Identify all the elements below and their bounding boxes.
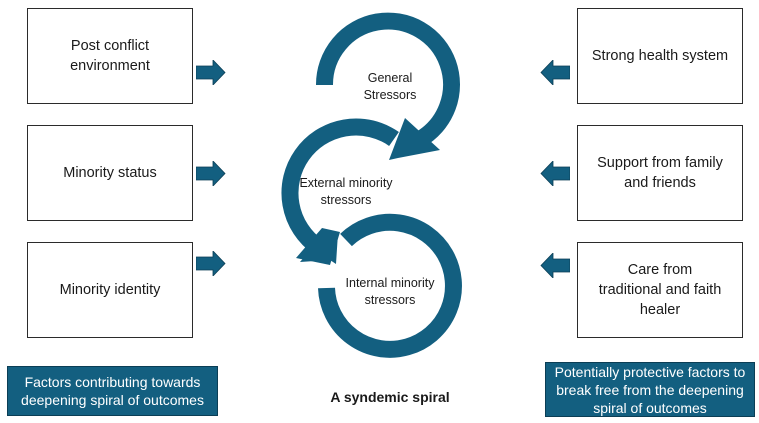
legend-protective-factors: Potentially protective factors to break … [545, 362, 755, 417]
arrow-right-icon [196, 161, 226, 186]
legend-protective-text: Potentially protective factors to break … [554, 363, 746, 416]
arrow-left-icon [540, 60, 570, 85]
factor-label: Minority identity [59, 282, 161, 298]
factor-label: Minority status [63, 165, 157, 181]
factor-label: Strong health system [591, 48, 729, 64]
factor-box-minority-status: Minority status [27, 125, 193, 221]
factor-label: Post conflict environment [70, 38, 150, 74]
spiral-ring-internal [318, 213, 462, 358]
factor-label: Care from traditional and faith healer [598, 262, 722, 318]
legend-contributing-factors: Factors contributing towards deepening s… [7, 366, 218, 416]
factor-label: Support from family and friends [597, 155, 723, 191]
factor-box-traditional-healer: Care from traditional and faith healer [577, 242, 743, 338]
spiral-caption: A syndemic spiral [330, 389, 450, 405]
factor-box-family-support: Support from family and friends [577, 125, 743, 221]
spiral-ring-external [281, 118, 399, 254]
factor-box-health-system: Strong health system [577, 8, 743, 104]
spiral-ring-general [315, 12, 460, 148]
arrow-right-icon [196, 60, 226, 85]
spiral-stage-internal: Internal minority stressors [345, 276, 435, 307]
legend-contributing-text: Factors contributing towards deepening s… [21, 374, 204, 408]
arrow-left-icon [540, 161, 570, 186]
arrow-left-icon [540, 253, 570, 278]
factor-box-minority-identity: Minority identity [27, 242, 193, 338]
factor-box-post-conflict: Post conflict environment [27, 8, 193, 104]
arrow-right-icon [196, 251, 226, 276]
spiral-arrowhead-general [389, 118, 440, 160]
spiral-arrowhead-external-tip [296, 228, 340, 265]
spiral-stage-general: General Stressors [363, 71, 417, 102]
spiral-stage-external: External minority stressors [299, 176, 393, 207]
